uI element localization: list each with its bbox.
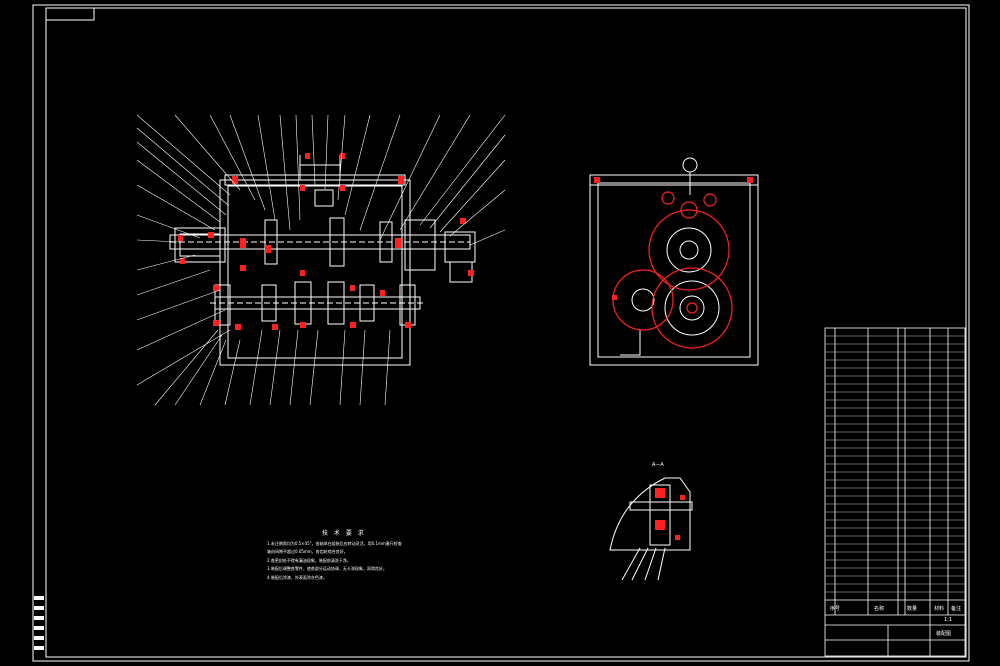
technical-requirements-title: 技 术 要 求	[322, 530, 366, 537]
parts-header-qty: 数量	[907, 606, 918, 612]
parts-list-rows	[825, 335, 965, 593]
technical-requirement-line: 1.未注倒角均为0.5×45°，各轴承在组装后应转动灵活，用0.1mm塞尺检查	[267, 541, 402, 546]
scale-label: 1:1	[944, 617, 953, 623]
parts-header-remark: 备注	[951, 606, 962, 612]
section-aa-hatch	[655, 488, 685, 540]
side-view-gears	[612, 191, 733, 349]
section-hatches	[178, 153, 474, 330]
parts-header-no: 序号	[830, 606, 841, 612]
technical-requirement-line: 轴向间隙不超过0.05mm，各齿轮啮合良好。	[267, 549, 348, 555]
drawing-border	[32, 4, 970, 662]
technical-requirement-line: 2.各密封处不得有漏油现象，装配前清洗干净。	[267, 557, 351, 563]
main-section-view	[169, 155, 476, 366]
section-aa-view	[609, 477, 693, 581]
side-view-bolts	[594, 177, 753, 300]
drawing-name: 装配图	[936, 631, 952, 637]
parts-header-name: 名称	[874, 606, 885, 612]
left-margin-blocks	[34, 596, 44, 650]
leader-lines	[136, 114, 506, 406]
technical-requirements-lines: 1.未注倒角均为0.5×45°，各轴承在组装后应转动灵活，用0.1mm塞尺检查 …	[267, 541, 402, 583]
side-view	[589, 157, 759, 366]
section-label: A—A	[652, 462, 664, 468]
technical-requirement-line: 3.装配后调整各零件，使各部分运动协调，无卡滞现象，润滑良好。	[267, 566, 387, 572]
parts-header-material: 材料	[934, 606, 945, 612]
technical-requirement-line: 4.装配后涂漆，外表面涂灰色漆。	[267, 574, 327, 580]
